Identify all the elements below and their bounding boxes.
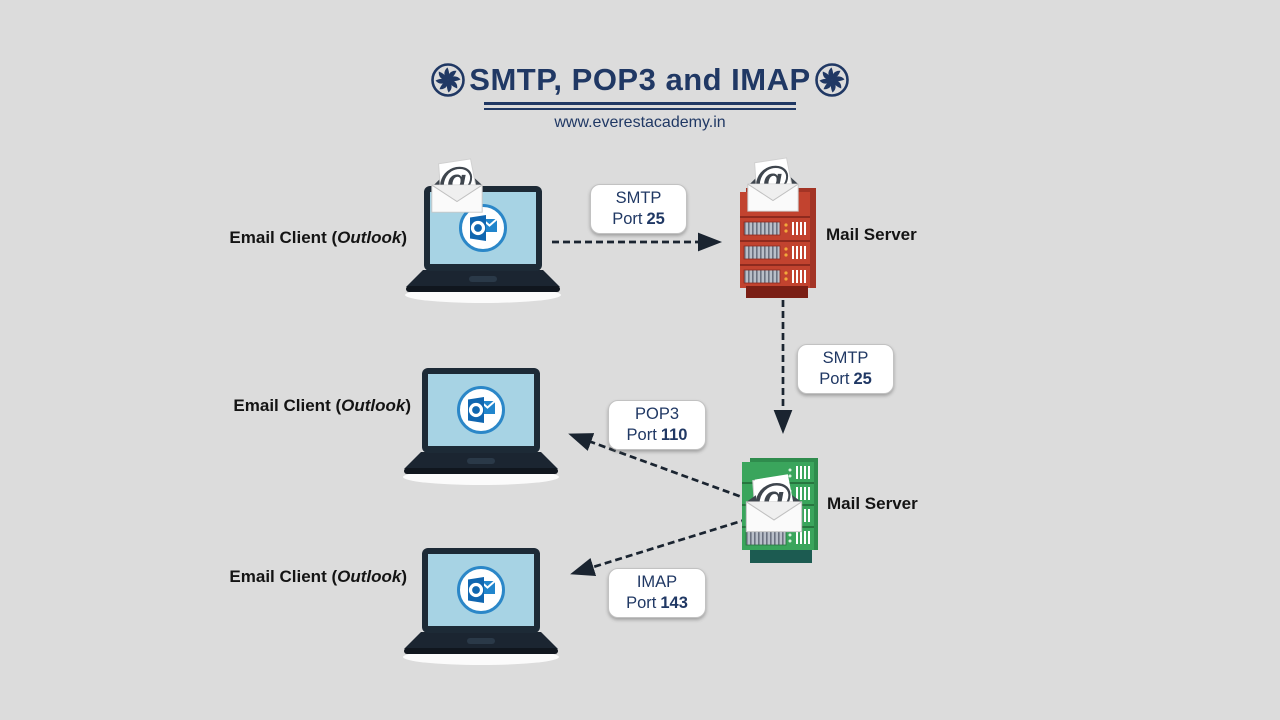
client-label-pop3: Email Client (Outlook) (233, 396, 411, 415)
port-word: Port (612, 210, 643, 228)
title-underline (484, 102, 796, 110)
port-number: 143 (660, 594, 688, 612)
port-word: Port (626, 426, 657, 444)
client-label-text: Email Client ( (233, 396, 342, 415)
client-label-sender: Email Client (Outlook) (229, 228, 407, 247)
protocol-name: IMAP (636, 573, 678, 591)
dashed-arrow-pop3 (568, 433, 751, 502)
protocol-name: POP3 (634, 405, 680, 423)
server-label-sender: Mail Server (826, 225, 917, 244)
email-at-envelope-icon: @ (745, 474, 803, 533)
website-url: www.everestacademy.in (554, 114, 726, 131)
outlook-logo-icon (457, 386, 505, 434)
port-number: 25 (646, 210, 665, 228)
outlook-logo-icon (457, 566, 505, 614)
client-label-text: Email Client ( (229, 228, 338, 247)
diagram-title: SMTP, POP3 and IMAP (469, 62, 811, 97)
client-label-text: Email Client ( (229, 567, 338, 586)
laptop-icon (403, 368, 559, 485)
outlook-logo-icon (459, 204, 507, 252)
pinwheel-icon (814, 63, 849, 97)
port-number: 110 (660, 426, 688, 444)
client-label-imap: Email Client (Outlook) (229, 567, 407, 586)
protocol-name: SMTP (822, 349, 869, 367)
protocol-name: SMTP (615, 189, 662, 207)
header: SMTP, POP3 and IMAP www.everestacademy.i… (0, 62, 1280, 132)
laptop-icon (403, 548, 559, 665)
port-number: 25 (853, 370, 872, 388)
port-word: Port (626, 594, 657, 612)
server-label-recipient: Mail Server (827, 494, 918, 513)
title-row: SMTP, POP3 and IMAP (430, 62, 849, 98)
pinwheel-icon (431, 63, 466, 97)
dashed-arrow-imap (570, 517, 749, 577)
email-at-envelope-icon: @ (747, 157, 799, 212)
email-at-envelope-icon: @ (431, 158, 483, 213)
port-word: Port (819, 370, 850, 388)
